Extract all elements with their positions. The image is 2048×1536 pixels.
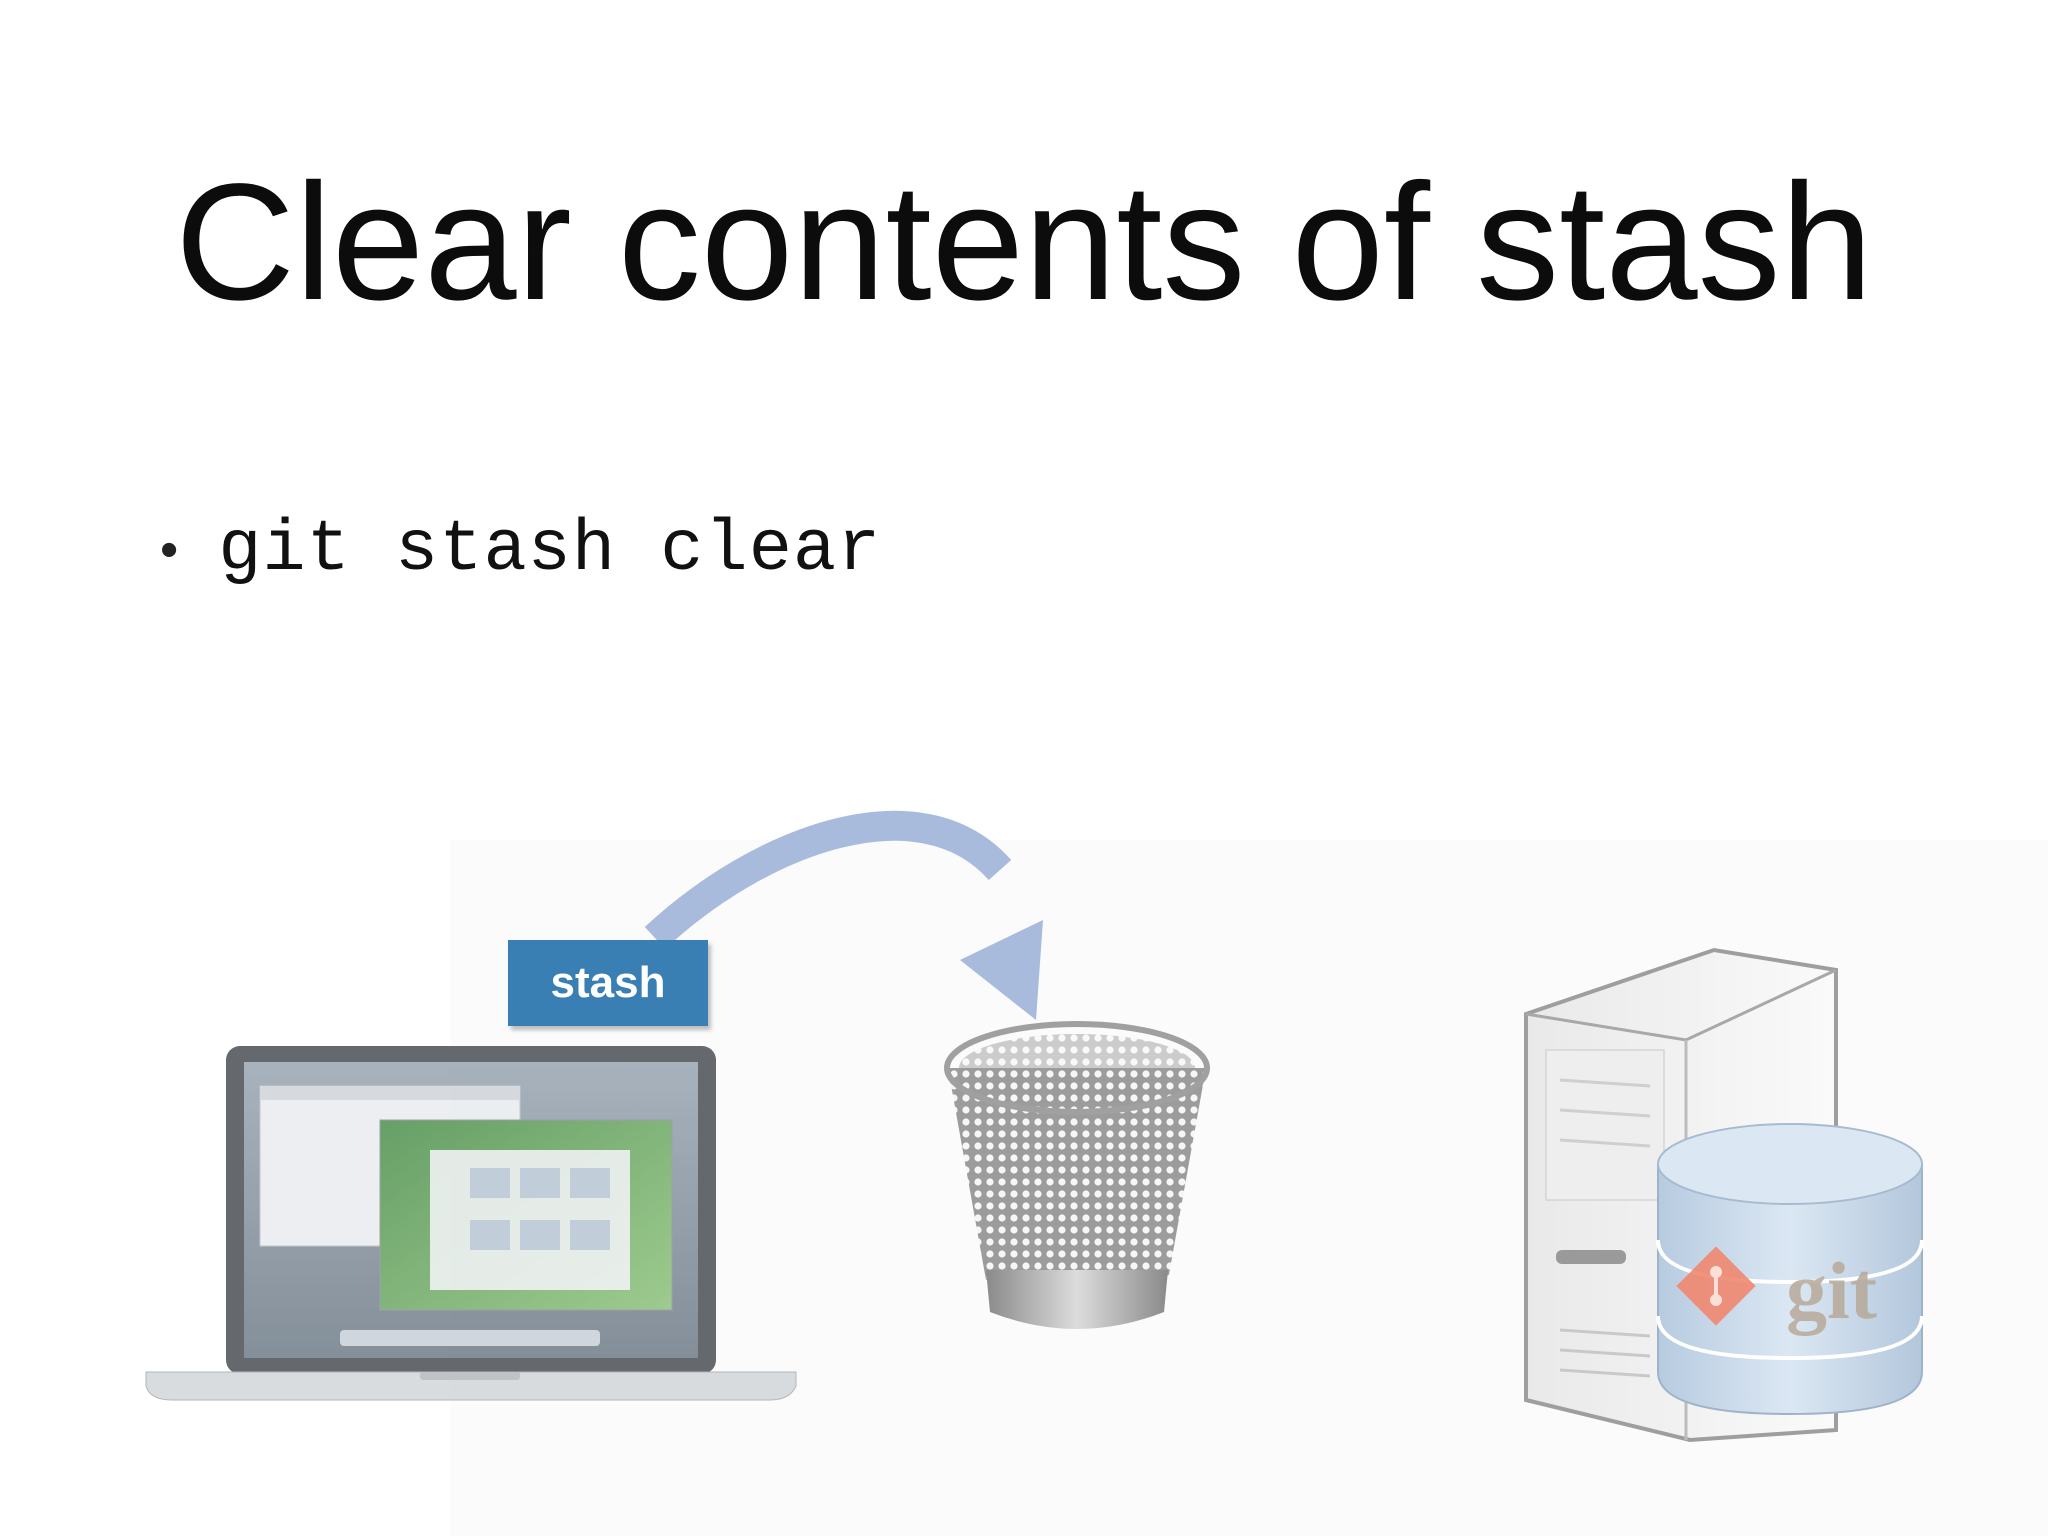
bullet-marker: •: [160, 521, 179, 579]
slide-title: Clear contents of stash: [175, 150, 1873, 335]
git-database-icon: git: [1656, 1123, 1924, 1416]
git-logo-text: git: [1786, 1245, 1877, 1336]
stash-label-text: stash: [550, 958, 666, 1007]
bullet-command: git stash clear: [218, 509, 882, 591]
git-logo-icon: [1676, 1246, 1756, 1326]
curved-arrow-icon: [644, 810, 1043, 1020]
trash-can-icon: [944, 1021, 1210, 1329]
laptop-icon: [145, 1046, 797, 1401]
bullet-item: • git stash clear: [160, 500, 881, 600]
stash-label: stash: [508, 940, 708, 1026]
